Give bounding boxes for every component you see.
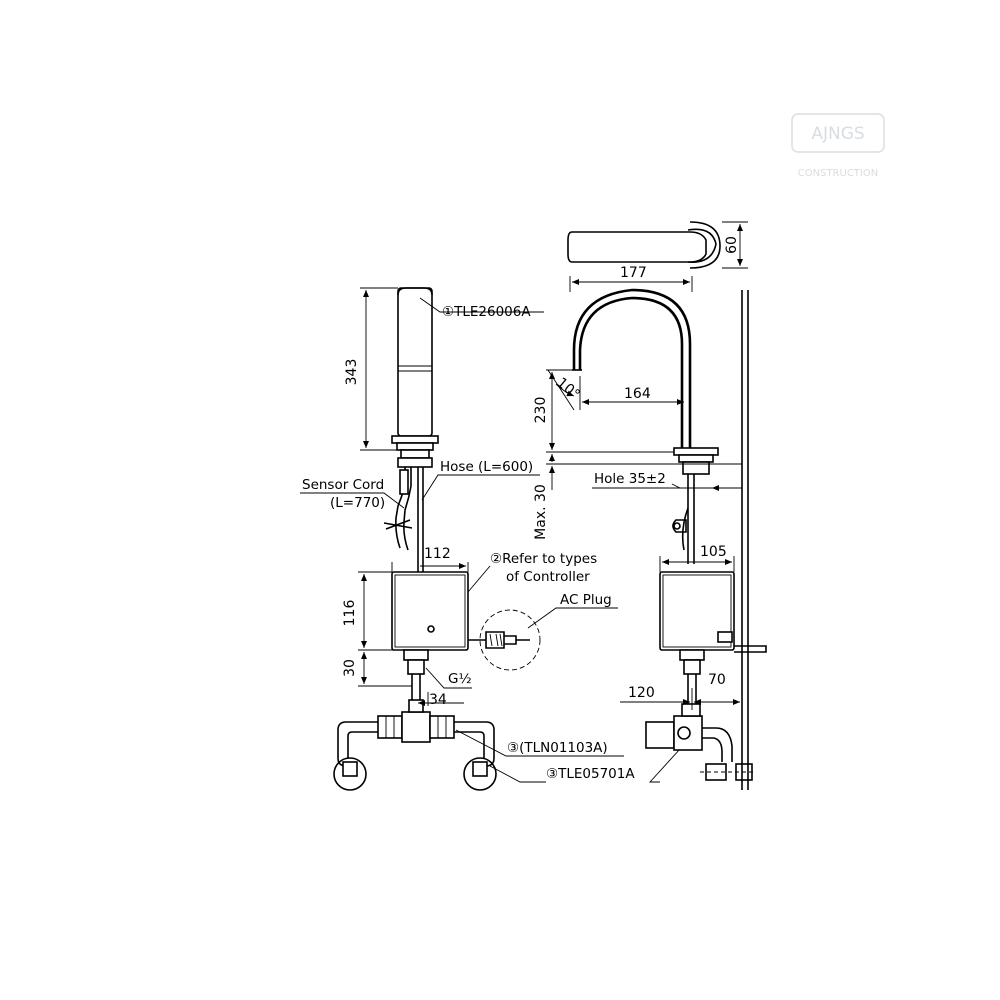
- label-hole-35: Hole 35±2: [594, 471, 666, 487]
- dim-width-34: 34: [429, 692, 447, 708]
- dim-height-343: 343: [344, 359, 360, 386]
- dim-width-120: 120: [628, 685, 655, 701]
- dim-width-70: 70: [708, 672, 726, 688]
- watermark-text: AJNGS: [811, 124, 864, 144]
- dim-angle-10: 10°: [553, 375, 582, 403]
- label-part-tle05701a: ③TLE05701A: [546, 766, 635, 782]
- front-view: [333, 287, 541, 791]
- dim-width-60: 60: [724, 236, 740, 254]
- dim-height-230: 230: [533, 397, 549, 424]
- label-thread-g-half: G½: [448, 671, 472, 687]
- dim-max-30: Max. 30: [533, 484, 549, 540]
- side-view: [567, 221, 767, 790]
- dim-width-112: 112: [424, 546, 451, 562]
- dim-width-105: 105: [700, 544, 727, 560]
- label-controller-types: of Controller: [506, 569, 590, 585]
- dim-width-177: 177: [620, 265, 647, 281]
- label-ac-plug: AC Plug: [560, 592, 612, 608]
- dim-height-30: 30: [342, 659, 358, 677]
- label-controller-ref: ②Refer to types: [490, 551, 597, 567]
- watermark-subtext: CONSTRUCTION: [798, 168, 878, 179]
- label-sensor-cord-length: (L=770): [330, 495, 385, 511]
- label-sensor-cord: Sensor Cord: [302, 477, 384, 493]
- dim-width-164: 164: [624, 386, 651, 402]
- front-dimensions: 343 116 30 112 34: [342, 287, 469, 708]
- dim-height-116: 116: [342, 600, 358, 627]
- label-hose: Hose (L=600): [440, 459, 533, 475]
- label-part-tln01103a: ③(TLN01103A): [507, 740, 608, 756]
- label-part-tle26006a: ①TLE26006A: [442, 304, 531, 320]
- watermark-logo: AJNGS CONSTRUCTION: [791, 113, 885, 179]
- front-labels: ①TLE26006A Sensor Cord (L=770) Hose (L=6…: [300, 297, 691, 783]
- side-dimensions: 60 177 164 10° 230 Max. 30 Hole 35±2 105…: [533, 221, 748, 710]
